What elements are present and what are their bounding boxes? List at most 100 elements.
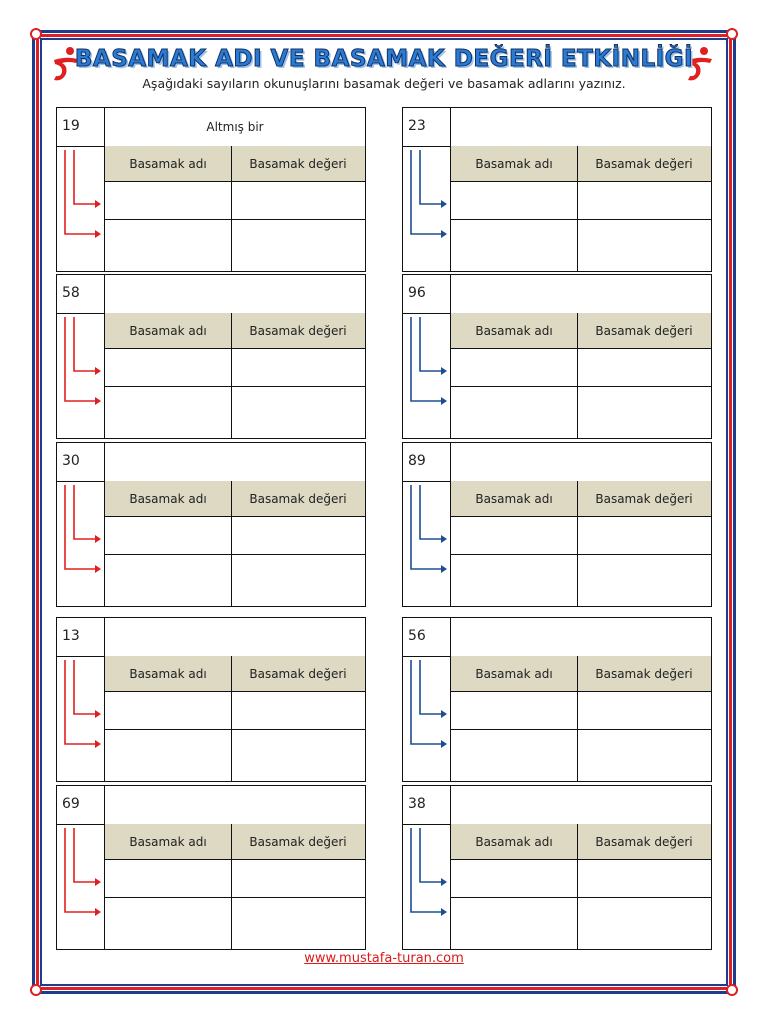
number-value: 69 xyxy=(57,786,105,824)
answer-cell[interactable] xyxy=(451,220,577,256)
number-value: 56 xyxy=(403,618,451,656)
number-value: 23 xyxy=(403,108,451,146)
column-header-value: Basamak değeri xyxy=(595,157,693,171)
reading-field[interactable] xyxy=(451,275,711,313)
answer-cell[interactable] xyxy=(231,350,365,386)
column-header-name: Basamak adı xyxy=(129,835,207,849)
answer-cell[interactable] xyxy=(577,350,711,386)
row-divider xyxy=(451,729,711,730)
page-title: BASAMAK ADI VE BASAMAK DEĞERİ ETKİNLİĞİ xyxy=(74,46,694,73)
answer-cell[interactable] xyxy=(451,387,577,423)
column-header-name: Basamak adı xyxy=(475,835,553,849)
arrow-guide xyxy=(403,481,451,606)
answer-cell[interactable] xyxy=(105,861,231,897)
answer-cell[interactable] xyxy=(451,518,577,554)
column-header-name: Basamak adı xyxy=(129,324,207,338)
corner-ornament xyxy=(726,28,738,40)
reading-field[interactable] xyxy=(105,443,365,481)
digit-table: Basamak adı Basamak değeri xyxy=(451,146,711,271)
reading-field[interactable] xyxy=(105,618,365,656)
answer-cell[interactable] xyxy=(231,898,365,934)
answer-cell[interactable] xyxy=(231,861,365,897)
answer-cell[interactable] xyxy=(231,693,365,729)
answer-cell[interactable] xyxy=(451,730,577,766)
answer-cell[interactable] xyxy=(577,693,711,729)
answer-cell[interactable] xyxy=(231,730,365,766)
answer-cell[interactable] xyxy=(577,555,711,591)
number-value: 38 xyxy=(403,786,451,824)
arrow-icon xyxy=(64,150,101,238)
number-card: 23 Basamak adı Basamak değeri xyxy=(402,107,712,272)
answer-cell[interactable] xyxy=(577,518,711,554)
arrow-icon xyxy=(410,660,447,748)
digit-table: Basamak adı Basamak değeri xyxy=(451,481,711,606)
reading-field[interactable] xyxy=(451,108,711,146)
arrow-icon xyxy=(410,150,447,238)
column-header-name: Basamak adı xyxy=(475,667,553,681)
digit-table: Basamak adı Basamak değeri xyxy=(105,146,365,271)
answer-cell[interactable] xyxy=(105,518,231,554)
answer-cell[interactable] xyxy=(451,183,577,219)
answer-cell[interactable] xyxy=(451,861,577,897)
answer-cell[interactable] xyxy=(105,898,231,934)
reading-field[interactable] xyxy=(105,786,365,824)
logo-left-icon xyxy=(54,47,78,81)
row-divider xyxy=(451,386,711,387)
table-header xyxy=(451,656,711,692)
number-card: 13 Basamak adı Basamak değeri xyxy=(56,617,366,782)
answer-cell[interactable] xyxy=(451,350,577,386)
column-divider xyxy=(577,146,578,271)
reading-field[interactable] xyxy=(451,443,711,481)
arrow-guide xyxy=(403,656,451,781)
column-header-value: Basamak değeri xyxy=(249,157,347,171)
column-header-value: Basamak değeri xyxy=(249,324,347,338)
answer-cell[interactable] xyxy=(105,387,231,423)
column-divider xyxy=(577,481,578,606)
arrow-icon xyxy=(410,317,447,405)
arrow-guide xyxy=(57,656,105,781)
reading-field[interactable] xyxy=(451,786,711,824)
answer-cell[interactable] xyxy=(451,693,577,729)
answer-cell[interactable] xyxy=(105,350,231,386)
arrow-guide xyxy=(57,313,105,438)
table-header xyxy=(105,313,365,349)
answer-cell[interactable] xyxy=(105,183,231,219)
column-header-value: Basamak değeri xyxy=(249,667,347,681)
answer-cell[interactable] xyxy=(577,183,711,219)
answer-cell[interactable] xyxy=(577,861,711,897)
answer-cell[interactable] xyxy=(105,730,231,766)
answer-cell[interactable] xyxy=(105,693,231,729)
answer-cell[interactable] xyxy=(577,387,711,423)
reading-field[interactable] xyxy=(105,275,365,313)
reading-field[interactable] xyxy=(451,618,711,656)
reading-field[interactable]: Altmış bir xyxy=(206,120,264,134)
corner-ornament xyxy=(30,28,42,40)
arrow-icon xyxy=(410,485,447,573)
answer-cell[interactable] xyxy=(577,730,711,766)
answer-cell[interactable] xyxy=(231,518,365,554)
number-value: 96 xyxy=(403,275,451,313)
number-value: 89 xyxy=(403,443,451,481)
footer-link[interactable]: www.mustafa-turan.com xyxy=(304,951,464,966)
answer-cell[interactable] xyxy=(577,220,711,256)
answer-cell[interactable] xyxy=(577,898,711,934)
arrow-icon xyxy=(64,828,101,916)
number-card: 19 Altmış bir Basamak adı Basamak değeri xyxy=(56,107,366,272)
answer-cell[interactable] xyxy=(231,555,365,591)
page-border-inner xyxy=(40,38,728,986)
answer-cell[interactable] xyxy=(231,387,365,423)
column-divider xyxy=(231,313,232,438)
column-divider xyxy=(577,824,578,949)
answer-cell[interactable] xyxy=(231,220,365,256)
answer-cell[interactable] xyxy=(451,555,577,591)
number-card: 56 Basamak adı Basamak değeri xyxy=(402,617,712,782)
answer-cell[interactable] xyxy=(105,220,231,256)
answer-cell[interactable] xyxy=(451,898,577,934)
answer-cell[interactable] xyxy=(105,555,231,591)
answer-cell[interactable] xyxy=(231,183,365,219)
column-header-name: Basamak adı xyxy=(129,157,207,171)
digit-table: Basamak adı Basamak değeri xyxy=(105,824,365,949)
row-divider xyxy=(105,386,365,387)
row-divider xyxy=(451,554,711,555)
arrow-guide xyxy=(57,481,105,606)
